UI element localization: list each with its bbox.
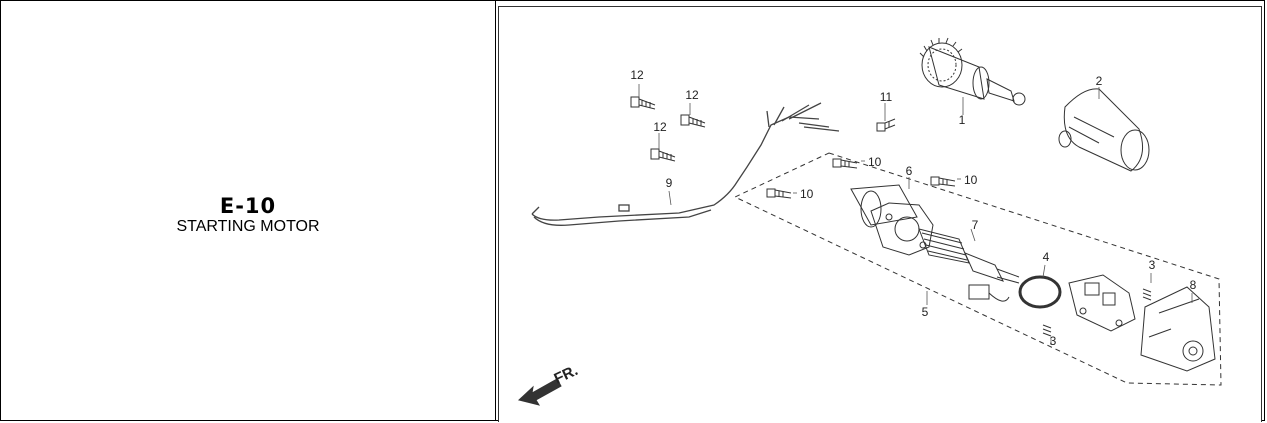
callout-8: 8	[1190, 278, 1197, 292]
callout-1: 1	[959, 113, 966, 127]
bolt-12-b	[680, 114, 706, 128]
bolt-12-c	[650, 148, 676, 162]
wire-harness	[531, 102, 840, 226]
armature-part	[918, 228, 1020, 284]
o-ring-part	[1018, 275, 1062, 309]
bolt-11	[876, 118, 896, 132]
end-cover-part	[1140, 286, 1216, 372]
arrow-left-icon	[517, 378, 562, 406]
callout-7: 7	[972, 218, 979, 232]
callout-3-a: 3	[1149, 258, 1156, 272]
callout-3-b: 3	[1050, 334, 1057, 348]
front-direction-indicator: FR.	[517, 362, 581, 406]
callout-12-a: 12	[630, 68, 644, 82]
brush-part	[968, 284, 1010, 302]
callout-10-c: 10	[800, 187, 814, 201]
diagram-canvas: 12 12 12 11 10 10 10 1 2 6 7 4 3 8 3 5 9…	[517, 37, 1222, 406]
section-code: E-10	[219, 194, 277, 218]
bolt-10-b	[930, 176, 956, 187]
spring-3-b	[1042, 324, 1052, 337]
direction-label: FR.	[552, 362, 581, 388]
callout-12-b: 12	[685, 88, 699, 102]
assembly-outline	[733, 152, 1222, 386]
callout-2: 2	[1096, 74, 1103, 88]
spring-3-a	[1142, 288, 1152, 301]
callout-10-a: 10	[868, 155, 882, 169]
panel-divider	[495, 1, 496, 421]
bolt-10-a	[832, 158, 858, 169]
callout-labels: 12 12 12 11 10 10 10 1 2 6 7 4 3 8 3 5 9	[630, 68, 1196, 348]
motor-yoke-part	[850, 184, 934, 256]
callout-11: 11	[880, 90, 893, 104]
callout-12-c: 12	[653, 120, 667, 134]
bolt-12-a	[630, 96, 656, 110]
exploded-parts-diagram: 12 12 12 11 10 10 10 1 2 6 7 4 3 8 3 5 9…	[498, 6, 1262, 422]
section-title-panel: E-10 STARTING MOTOR	[1, 1, 495, 421]
callout-10-b: 10	[964, 173, 978, 187]
callout-5: 5	[922, 305, 929, 319]
brush-plate-part	[1068, 274, 1136, 332]
section-name: STARTING MOTOR	[176, 218, 320, 235]
bolt-10-c	[766, 188, 792, 199]
motor-cover-part	[1058, 88, 1150, 172]
starter-drive-part	[919, 37, 1026, 106]
callout-6: 6	[906, 164, 913, 178]
callout-9: 9	[666, 176, 673, 190]
section-title: E-10 STARTING MOTOR	[1, 194, 495, 236]
leader-lines	[638, 84, 1193, 345]
callout-4: 4	[1043, 250, 1050, 264]
